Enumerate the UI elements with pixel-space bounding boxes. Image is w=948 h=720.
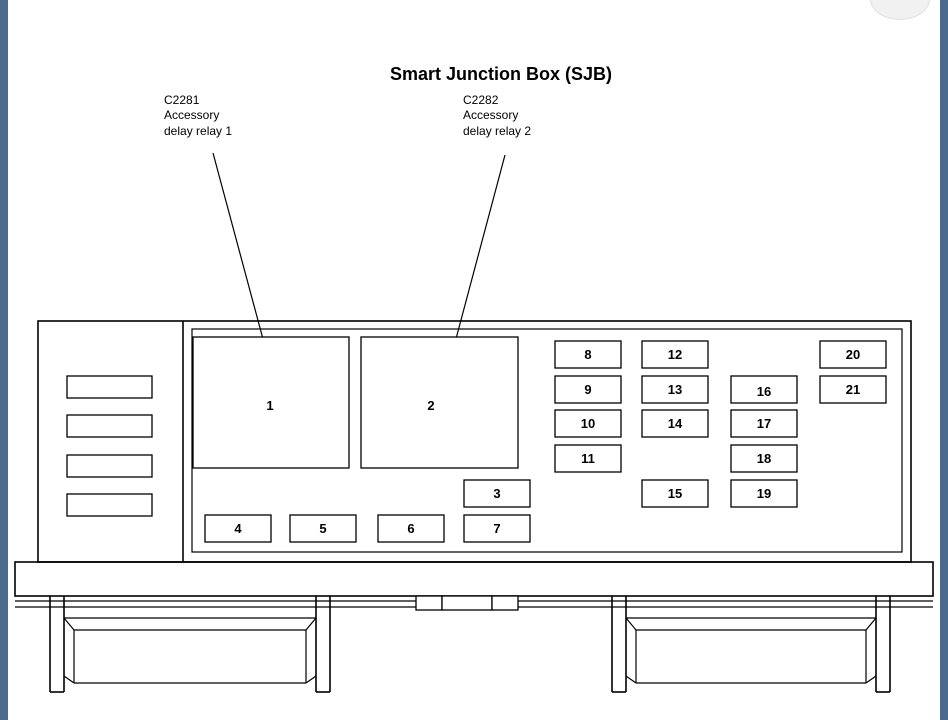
mounting-rail — [14, 561, 934, 611]
svg-text:6: 6 — [407, 521, 414, 536]
fuse-17: 17 — [730, 409, 798, 438]
fuse-15: 15 — [641, 479, 709, 508]
fuse-20: 20 — [819, 340, 887, 369]
svg-text:12: 12 — [668, 347, 682, 362]
svg-text:18: 18 — [757, 451, 771, 466]
image-frame: Smart Junction Box (SJB) C2281 Accessory… — [8, 0, 940, 720]
svg-text:3: 3 — [493, 486, 500, 501]
svg-text:21: 21 — [846, 382, 860, 397]
svg-text:11: 11 — [581, 451, 595, 466]
fuse-18: 18 — [730, 444, 798, 473]
svg-text:17: 17 — [757, 416, 771, 431]
svg-text:14: 14 — [668, 416, 683, 431]
svg-text:5: 5 — [319, 521, 326, 536]
fuse-5: 5 — [289, 514, 357, 543]
fuse-8: 8 — [554, 340, 622, 369]
diagram-title: Smart Junction Box (SJB) — [390, 64, 612, 84]
connector-slot — [66, 454, 153, 478]
fuse-11: 11 — [554, 444, 622, 473]
connector-slot — [66, 375, 153, 399]
svg-text:10: 10 — [581, 416, 595, 431]
svg-text:9: 9 — [584, 382, 591, 397]
svg-text:7: 7 — [493, 521, 500, 536]
connector-slot — [66, 493, 153, 517]
callout-1-line2: delay relay 1 — [164, 124, 232, 138]
fuse-box-diagram: Smart Junction Box (SJB) C2281 Accessory… — [14, 64, 934, 693]
fuse-7: 7 — [463, 514, 531, 543]
fuse-21: 21 — [819, 375, 887, 404]
fuse-13: 13 — [641, 375, 709, 404]
svg-text:8: 8 — [584, 347, 591, 362]
callout-1-line1: Accessory — [164, 108, 219, 122]
callout-2-line1: Accessory — [463, 108, 518, 122]
svg-text:15: 15 — [668, 486, 682, 501]
left-mounting-bracket — [49, 596, 331, 693]
fuse-19: 19 — [730, 479, 798, 508]
fuse-9: 9 — [554, 375, 622, 404]
right-mounting-bracket — [611, 596, 891, 693]
fuse-3: 3 — [463, 479, 531, 508]
svg-text:13: 13 — [668, 382, 682, 397]
svg-text:4: 4 — [234, 521, 242, 536]
fuse-12: 12 — [641, 340, 709, 369]
fuse-10: 10 — [554, 409, 622, 438]
svg-text:16: 16 — [757, 384, 771, 399]
callout-1-code: C2281 — [164, 93, 200, 107]
svg-text:2: 2 — [427, 398, 434, 413]
callout-2-line2: delay relay 2 — [463, 124, 531, 138]
fuse-14: 14 — [641, 409, 709, 438]
svg-text:1: 1 — [266, 398, 273, 413]
fuse-4: 4 — [204, 514, 272, 543]
fuse-16: 16 — [730, 375, 798, 404]
relay-2: 2 — [360, 336, 519, 469]
relay-1: 1 — [192, 336, 350, 469]
svg-text:20: 20 — [846, 347, 860, 362]
fuse-6: 6 — [377, 514, 445, 543]
callout-2-code: C2282 — [463, 93, 499, 107]
fuse-panel-inner — [191, 328, 903, 553]
connector-slot — [66, 414, 153, 438]
svg-text:19: 19 — [757, 486, 771, 501]
